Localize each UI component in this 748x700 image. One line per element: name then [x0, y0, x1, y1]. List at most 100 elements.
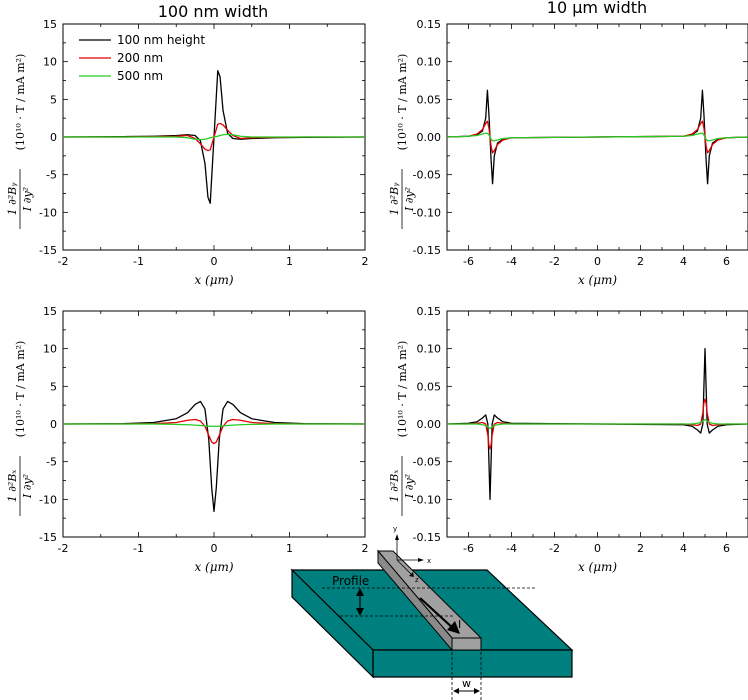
x-axis-label: x (μm)	[578, 560, 617, 574]
x-tick-label: 6	[723, 542, 730, 555]
y-tick-label: 0.05	[417, 380, 442, 393]
x-tick-label: 1	[286, 255, 293, 268]
y-tick-label: -5	[46, 456, 57, 469]
slab-front	[372, 649, 573, 678]
strip-front	[451, 637, 482, 651]
y-axis-label-denominator: I ∂y²	[403, 474, 416, 499]
y-tick-label: -10	[39, 493, 57, 506]
legend-label-100nm: 100 nm height	[117, 33, 205, 47]
legend-label-200nm: 200 nm	[117, 51, 163, 65]
y-tick-label: 5	[50, 93, 57, 106]
current-arrow	[419, 597, 456, 631]
y-axis-label-numerator: 1 ∂²Bᵧ	[6, 182, 19, 216]
x-tick-label: 0	[211, 542, 218, 555]
x-tick-label: -2	[58, 255, 69, 268]
y-axis-label-denominator: I ∂y²	[403, 187, 416, 212]
width-arrow-head-left	[453, 688, 459, 694]
y-tick-label: 0	[50, 418, 57, 431]
x-tick-label: -6	[463, 255, 474, 268]
y-tick-label: -15	[39, 244, 57, 257]
x-tick-label: -4	[506, 255, 517, 268]
slab-side	[291, 568, 374, 679]
y-tick-label: 0.15	[417, 18, 442, 31]
axis-z-label: z	[415, 576, 419, 584]
y-tick-label: 0.00	[417, 418, 442, 431]
y-tick-label: -15	[39, 531, 57, 544]
current-label: I	[458, 618, 461, 631]
column-title-right: 10 μm width	[547, 0, 647, 17]
x-tick-label: -2	[549, 542, 560, 555]
x-tick-label: 2	[637, 542, 644, 555]
y-tick-label: -0.15	[413, 531, 441, 544]
x-axis-label: x (μm)	[578, 273, 617, 287]
y-tick-label: 0	[50, 131, 57, 144]
x-tick-label: 4	[680, 542, 687, 555]
y-axis-label-units: (10¹⁰ · T / mA m²)	[14, 54, 27, 151]
x-tick-label: 0	[211, 255, 218, 268]
y-tick-label: 10	[43, 343, 57, 356]
y-axis-label-numerator: 1 ∂²Bₓ	[6, 470, 19, 503]
column-title-left: 100 nm width	[158, 2, 269, 21]
y-axis-label-units: (10¹⁰ · T / mA m²)	[396, 54, 409, 151]
y-tick-label: 10	[43, 56, 57, 69]
y-axis-label-units: (10¹⁰ · T / mA m²)	[396, 341, 409, 438]
x-tick-label: 2	[362, 542, 369, 555]
x-tick-label: 0	[594, 542, 601, 555]
axis-x-head	[418, 558, 424, 562]
legend: 100 nm height 200 nm 500 nm	[79, 33, 205, 83]
x-tick-label: 2	[362, 255, 369, 268]
y-tick-label: -0.10	[413, 206, 441, 219]
x-tick-label: -1	[133, 255, 144, 268]
y-tick-label: 5	[50, 380, 57, 393]
y-tick-label: -0.05	[413, 456, 441, 469]
y-tick-label: 15	[43, 18, 57, 31]
x-tick-label: -4	[506, 542, 517, 555]
x-tick-label: 4	[680, 255, 687, 268]
y-axis-label-denominator: I ∂y²	[21, 187, 34, 212]
x-axis-label: x (μm)	[194, 560, 233, 574]
series-line-500nm	[63, 423, 365, 427]
x-tick-label: -1	[133, 542, 144, 555]
legend-label-500nm: 500 nm	[117, 69, 163, 83]
y-tick-label: 0.00	[417, 131, 442, 144]
x-tick-label: -6	[463, 542, 474, 555]
profile-label: Profile	[332, 574, 369, 588]
y-tick-label: -0.10	[413, 493, 441, 506]
y-tick-label: 0.15	[417, 305, 442, 318]
y-tick-label: -0.15	[413, 244, 441, 257]
axis-z-line	[396, 559, 413, 576]
profile-arrow-head-up	[356, 588, 364, 596]
x-tick-label: -2	[58, 542, 69, 555]
series-line-500nm	[63, 133, 365, 141]
current-arrow-head	[447, 621, 460, 634]
x-tick-label: 0	[594, 255, 601, 268]
plot-by-10um: -6 -4 -2 0 2 4 6 -0.15 -0.10 -0.05 0.00 0.05 0.10 0.1…	[388, 18, 748, 287]
x-tick-label: 2	[637, 255, 644, 268]
y-tick-label: 0.05	[417, 93, 442, 106]
strip-diagram: Profile I y x z w	[290, 525, 574, 700]
x-tick-label: 6	[723, 255, 730, 268]
y-tick-label: -0.05	[413, 169, 441, 182]
axis-z-head	[409, 572, 414, 577]
profile-arrow-head-down	[356, 608, 364, 616]
y-tick-label: 0.10	[417, 56, 442, 69]
axis-x-label: x	[427, 557, 431, 565]
y-axis-label-numerator: 1 ∂²Bᵧ	[388, 182, 401, 216]
axis-y-label: y	[393, 525, 397, 533]
y-axis-label-denominator: I ∂y²	[21, 474, 34, 499]
y-tick-label: -5	[46, 169, 57, 182]
y-axis-label-numerator: 1 ∂²Bₓ	[388, 470, 401, 503]
x-tick-label: -2	[549, 255, 560, 268]
y-tick-label: 15	[43, 305, 57, 318]
x-tick-label: 1	[286, 542, 293, 555]
series-line-500nm	[446, 132, 748, 142]
y-tick-label: -10	[39, 206, 57, 219]
series-line-500nm	[447, 418, 748, 430]
